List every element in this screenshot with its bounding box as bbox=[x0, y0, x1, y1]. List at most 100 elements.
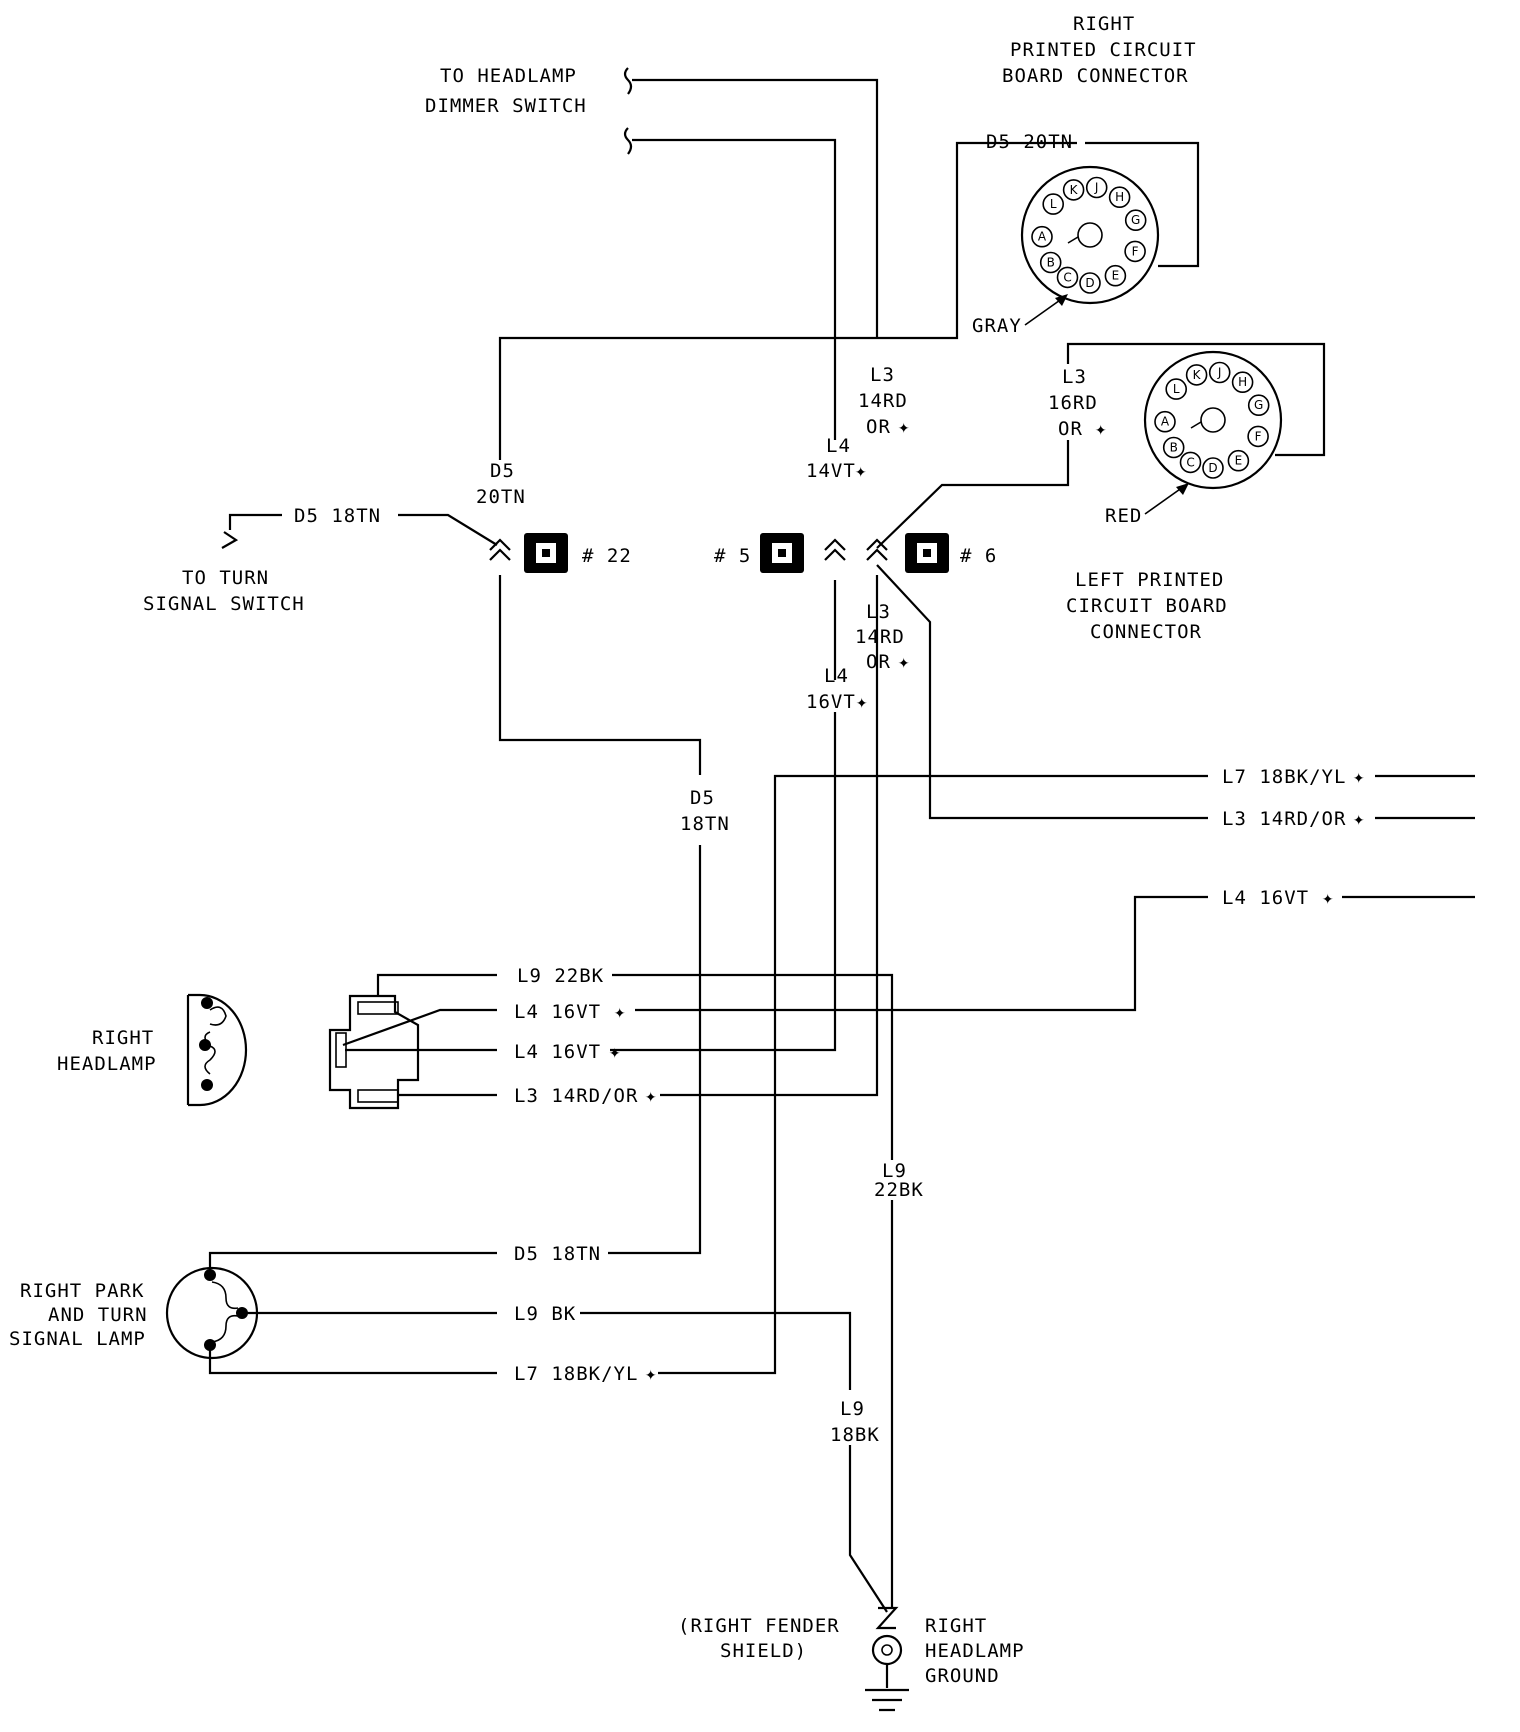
wire-d5-18tn-vert2 bbox=[608, 845, 702, 1255]
star-icon: ✦ bbox=[614, 1001, 626, 1023]
label-l4-right-run: L4 16VT bbox=[1222, 887, 1309, 909]
label-l3-below-g2: OR bbox=[866, 651, 891, 673]
wire-d5-18tn-vert bbox=[498, 575, 702, 775]
label-l9-22bk: L9 22BK bbox=[517, 965, 604, 987]
connector-pin bbox=[1154, 410, 1176, 433]
wire-l7 bbox=[658, 774, 1208, 1375]
label-d5-20tn-top: D5 20TN bbox=[986, 131, 1073, 153]
label-park-2: AND TURN bbox=[48, 1304, 148, 1326]
wire-break-symbols bbox=[221, 67, 633, 549]
label-l3-14rd-or: L3 14RD/OR bbox=[514, 1085, 638, 1107]
label-ground-1: RIGHT bbox=[925, 1615, 987, 1637]
star-icon: ✦ bbox=[645, 1363, 657, 1385]
label-l3-below-g1: 14RD bbox=[855, 626, 905, 648]
ground-eyelet-icon bbox=[871, 1634, 903, 1666]
connector-pin bbox=[1208, 361, 1231, 384]
label-l4-top-g: 14VT bbox=[806, 460, 856, 482]
connector-pin bbox=[1124, 240, 1146, 263]
connector-pin bbox=[1124, 209, 1147, 232]
gray-pointer bbox=[1024, 297, 1064, 326]
wire-d5-20tn-left bbox=[498, 141, 1077, 460]
label-l4-below-g: 16VT bbox=[806, 691, 856, 713]
connector-pin bbox=[1039, 251, 1062, 274]
label-l7-lamp: L7 18BK/YL bbox=[514, 1363, 638, 1385]
label-l4-16vt-b: L4 16VT bbox=[514, 1041, 601, 1063]
break-icon bbox=[221, 531, 239, 549]
label-d5-lower-g: 18TN bbox=[680, 813, 730, 835]
connector-pin-label: D bbox=[1208, 461, 1217, 475]
connector-pin-label: H bbox=[1238, 375, 1247, 389]
star-icon: ✦ bbox=[898, 416, 910, 438]
wire-l3-14rd bbox=[632, 78, 879, 338]
label-red: RED bbox=[1105, 505, 1142, 527]
label-left-pcb-2: CIRCUIT BOARD bbox=[1066, 595, 1228, 617]
connector-pin bbox=[1079, 272, 1101, 294]
wire-l9-18bk bbox=[848, 1445, 888, 1613]
connector-pin-label: L bbox=[1173, 382, 1180, 396]
label-to-turn-2: SIGNAL SWITCH bbox=[143, 593, 305, 615]
star-icon: ✦ bbox=[1353, 766, 1365, 788]
connector-pin-label: A bbox=[1038, 230, 1047, 244]
connector-pin bbox=[1104, 264, 1127, 287]
connector-pin-label: C bbox=[1186, 455, 1194, 469]
label-ground-3: GROUND bbox=[925, 1665, 1000, 1687]
label-park-3: SIGNAL LAMP bbox=[9, 1328, 146, 1350]
right-park-lamp bbox=[165, 1266, 259, 1360]
connector-pin-label: K bbox=[1070, 183, 1079, 197]
headlamp-ground bbox=[865, 1606, 909, 1712]
label-d5-lower: D5 bbox=[690, 787, 715, 809]
star-icon: ✦ bbox=[1322, 887, 1334, 909]
wire-d5-20tn bbox=[1085, 141, 1200, 268]
label-to-turn-1: TO TURN bbox=[182, 567, 269, 589]
connector-pin bbox=[1179, 451, 1202, 474]
wire-l4-right bbox=[635, 895, 1208, 1012]
connector-pin bbox=[1085, 176, 1108, 199]
star-icon: ✦ bbox=[855, 460, 867, 482]
wire-d5-18tn-turn bbox=[228, 513, 282, 530]
star-icon: ✦ bbox=[856, 691, 868, 713]
label-conn-5: # 5 bbox=[714, 545, 751, 567]
label-l3-right-g2: OR bbox=[1058, 418, 1083, 440]
connector-blocks bbox=[524, 533, 949, 573]
label-l3-top: L3 bbox=[870, 364, 895, 386]
connector-pin-label: H bbox=[1115, 190, 1124, 204]
red-pointer bbox=[1144, 486, 1184, 515]
connector-pin bbox=[1227, 449, 1250, 472]
connector-pin-label: L bbox=[1050, 197, 1057, 211]
pcb-connector-gray-icon bbox=[1020, 165, 1160, 305]
label-conn-22: # 22 bbox=[582, 545, 632, 567]
label-d5-18tn-lamp: D5 18TN bbox=[514, 1243, 601, 1265]
labels: TO HEADLAMP DIMMER SWITCH RIGHT PRINTED … bbox=[9, 13, 1365, 1687]
label-l9-low-g: 18BK bbox=[830, 1424, 880, 1446]
wire-l4-16vt-lower2 bbox=[610, 712, 837, 1052]
headlamp-icon bbox=[186, 993, 248, 1107]
connector-pin bbox=[1247, 394, 1270, 417]
wire-hl-l4a bbox=[342, 1008, 497, 1047]
label-l3-right-run: L3 14RD/OR bbox=[1222, 808, 1346, 830]
wire-l3-16rd bbox=[876, 440, 1070, 549]
connector-pin-label: B bbox=[1047, 256, 1055, 270]
label-right-headlamp-1: RIGHT bbox=[92, 1027, 154, 1049]
connector-pin-label: K bbox=[1193, 368, 1202, 382]
chevron-icon bbox=[866, 538, 888, 561]
label-right-pcb-2: PRINTED CIRCUIT bbox=[1010, 39, 1197, 61]
label-l3-right-g1: 16RD bbox=[1048, 392, 1098, 414]
connector-pin bbox=[1162, 436, 1185, 459]
label-left-pcb-3: CONNECTOR bbox=[1090, 621, 1202, 643]
wire-l3-14rd-lower bbox=[660, 575, 879, 1097]
label-right-headlamp-2: HEADLAMP bbox=[57, 1053, 157, 1075]
label-d5-18tn: D5 18TN bbox=[294, 505, 381, 527]
label-park-1: RIGHT PARK bbox=[20, 1280, 144, 1302]
wire-d5-18tn-to-conn bbox=[398, 513, 498, 546]
label-d5-mid-g: 20TN bbox=[476, 486, 526, 508]
label-right-pcb-1: RIGHT bbox=[1073, 13, 1135, 35]
wire-l3-16rd-pcb bbox=[1066, 342, 1326, 457]
label-left-pcb-1: LEFT PRINTED bbox=[1075, 569, 1224, 591]
connector-pin bbox=[1042, 193, 1065, 215]
connector-pin bbox=[1185, 364, 1208, 386]
star-icon: ✦ bbox=[609, 1041, 621, 1063]
connector-pin-label: E bbox=[1112, 269, 1120, 283]
label-fender-2: SHIELD) bbox=[720, 1640, 807, 1662]
